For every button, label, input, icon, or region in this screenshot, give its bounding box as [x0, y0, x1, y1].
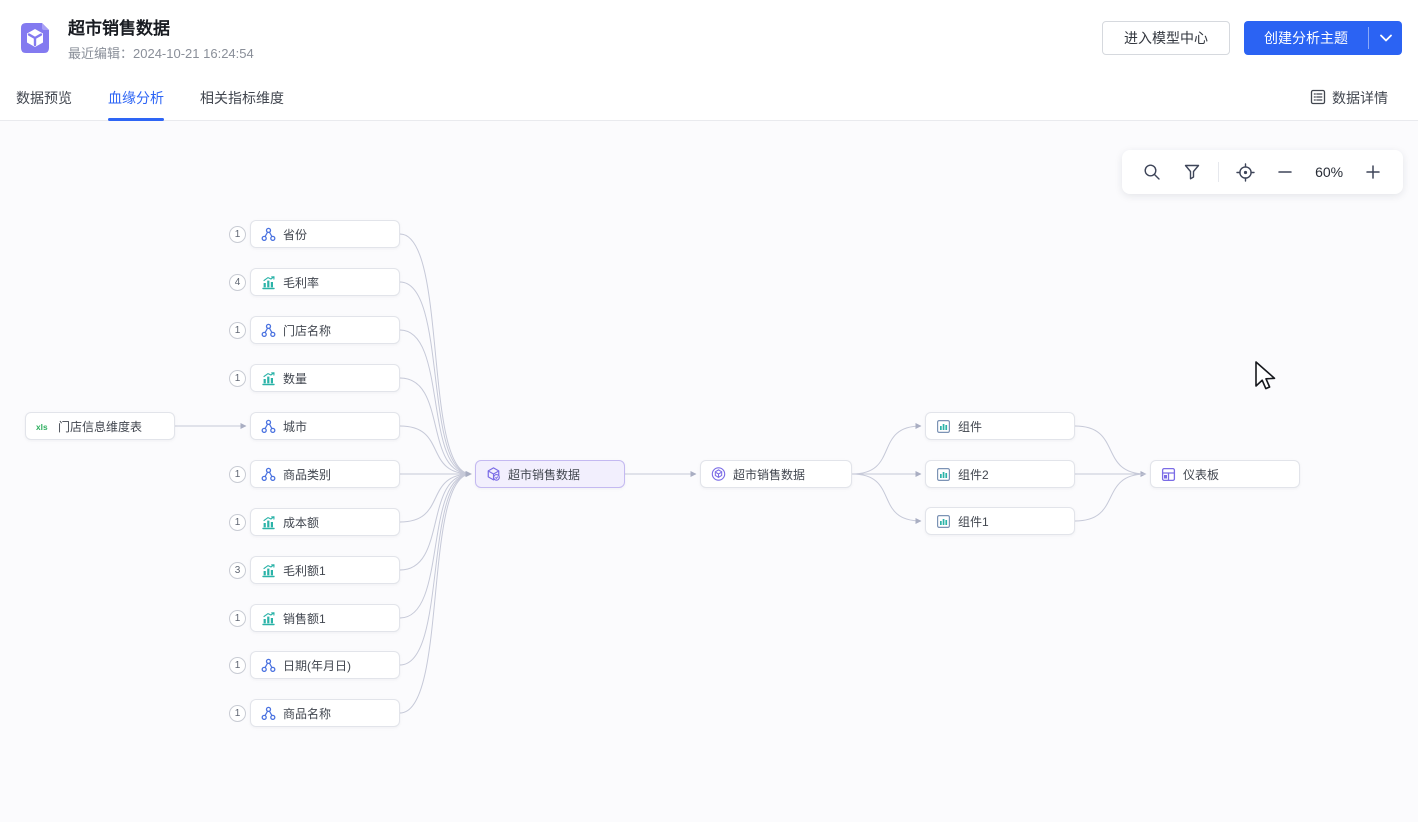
zoom-in-button[interactable]	[1355, 156, 1391, 188]
measure-icon	[261, 371, 276, 386]
node-label: 商品名称	[283, 706, 332, 721]
node-label: 毛利率	[283, 275, 320, 290]
page-title: 超市销售数据	[68, 19, 170, 38]
edge-count-badge: 3	[229, 561, 246, 579]
node-label: 日期(年月日)	[283, 658, 351, 673]
graph-node-f4[interactable]: 数量	[250, 364, 400, 392]
graph-node-model[interactable]: 超市销售数据	[700, 460, 852, 488]
edge-count-badge: 1	[229, 369, 246, 387]
edge-count-badge: 1	[229, 656, 246, 674]
search-icon[interactable]	[1134, 156, 1170, 188]
dimension-icon	[261, 227, 276, 242]
measure-icon	[261, 275, 276, 290]
node-label: 成本额	[283, 515, 320, 530]
measure-icon	[261, 563, 276, 578]
create-analysis-theme-label[interactable]: 创建分析主题	[1264, 30, 1348, 46]
graph-node-c0[interactable]: 组件	[925, 412, 1075, 440]
component-icon	[936, 419, 951, 434]
dimension-icon	[261, 467, 276, 482]
app-header: 超市销售数据 最近编辑：2024-10-21 16:24:54 进入模型中心 创…	[0, 0, 1418, 76]
graph-node-f6[interactable]: 商品类别	[250, 460, 400, 488]
data-details-link[interactable]: 数据详情	[1310, 88, 1388, 108]
node-label: 仪表板	[1183, 467, 1220, 482]
filter-icon[interactable]	[1174, 156, 1210, 188]
node-label: 超市销售数据	[508, 467, 581, 482]
edge-count-badge: 1	[229, 321, 246, 339]
tab-data-preview[interactable]: 数据预览	[16, 90, 72, 106]
dimension-icon	[261, 706, 276, 721]
enter-model-center-button[interactable]: 进入模型中心	[1102, 21, 1230, 55]
tab-lineage-analysis[interactable]: 血缘分析	[108, 76, 164, 121]
node-label: 省份	[283, 227, 308, 242]
edge-count-badge: 1	[229, 225, 246, 243]
dataset-logo-icon	[16, 19, 54, 57]
node-label: 超市销售数据	[733, 467, 806, 482]
locate-icon[interactable]	[1227, 156, 1263, 188]
graph-node-f7[interactable]: 成本额	[250, 508, 400, 536]
chevron-down-icon[interactable]	[1369, 21, 1402, 55]
graph-node-f3[interactable]: 门店名称	[250, 316, 400, 344]
node-label: 门店信息维度表	[58, 419, 143, 434]
node-label: 商品类别	[283, 467, 332, 482]
toolbar-divider	[1218, 162, 1220, 182]
graph-node-f8[interactable]: 毛利额1	[250, 556, 400, 584]
component-icon	[936, 467, 951, 482]
graph-node-f1[interactable]: 省份	[250, 220, 400, 248]
graph-node-c1[interactable]: 组件1	[925, 507, 1075, 535]
canvas-toolbar: 60%	[1122, 150, 1403, 194]
dashboard-icon	[1161, 467, 1176, 482]
svg-text:xls: xls	[36, 421, 48, 431]
dimension-icon	[261, 323, 276, 338]
graph-node-c2[interactable]: 组件2	[925, 460, 1075, 488]
edge-count-badge: 1	[229, 465, 246, 483]
button-divider	[1368, 27, 1369, 49]
node-label: 数量	[283, 371, 308, 386]
zoom-out-button[interactable]	[1267, 156, 1303, 188]
node-label: 组件	[958, 419, 983, 434]
tab-bar: 数据预览 血缘分析 相关指标维度 数据详情	[0, 76, 1418, 121]
data-details-icon	[1310, 89, 1326, 108]
dataset-icon	[486, 467, 501, 482]
graph-node-f5[interactable]: 城市	[250, 412, 400, 440]
node-label: 组件2	[958, 467, 989, 482]
xls-icon: xls	[36, 419, 51, 434]
edge-count-badge: 1	[229, 513, 246, 531]
node-label: 门店名称	[283, 323, 332, 338]
graph-node-dataset[interactable]: 超市销售数据	[475, 460, 625, 488]
edge-count-badge: 4	[229, 273, 246, 291]
last-edited: 最近编辑：2024-10-21 16:24:54	[68, 46, 254, 61]
graph-node-f2[interactable]: 毛利率	[250, 268, 400, 296]
graph-node-source[interactable]: xls 门店信息维度表	[25, 412, 175, 440]
measure-icon	[261, 611, 276, 626]
graph-node-f11[interactable]: 商品名称	[250, 699, 400, 727]
dimension-icon	[261, 419, 276, 434]
create-analysis-theme-button[interactable]: 创建分析主题	[1244, 21, 1402, 55]
edge-count-badge: 1	[229, 609, 246, 627]
component-icon	[936, 514, 951, 529]
edge-count-badge: 1	[229, 704, 246, 722]
dimension-icon	[261, 658, 276, 673]
graph-node-dashboard[interactable]: 仪表板	[1150, 460, 1300, 488]
node-label: 毛利额1	[283, 563, 326, 578]
zoom-level: 60%	[1315, 164, 1344, 180]
graph-node-f10[interactable]: 日期(年月日)	[250, 651, 400, 679]
node-label: 销售额1	[283, 611, 326, 626]
node-label: 城市	[283, 419, 308, 434]
model-icon	[711, 467, 726, 482]
tab-related-metrics[interactable]: 相关指标维度	[200, 90, 284, 106]
graph-node-f9[interactable]: 销售额1	[250, 604, 400, 632]
measure-icon	[261, 515, 276, 530]
node-label: 组件1	[958, 514, 989, 529]
